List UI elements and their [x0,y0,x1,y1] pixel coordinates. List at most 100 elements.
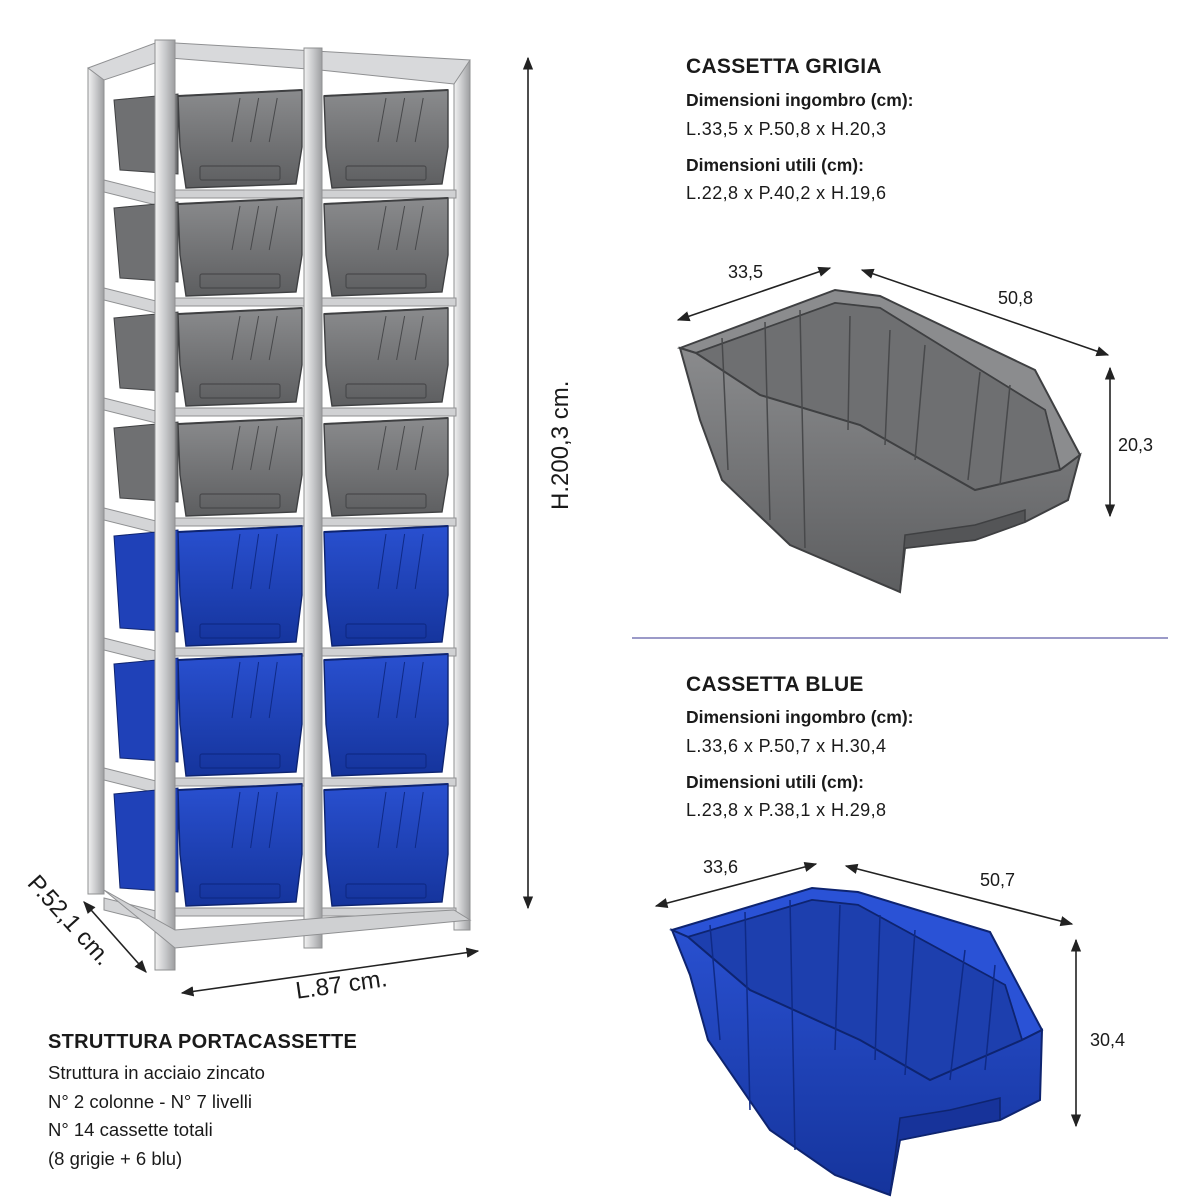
bin-rib [396,661,406,719]
bin-rib [231,97,241,143]
grey-width-arrow [676,266,832,322]
bin-rib [414,315,424,361]
grey-bin-illustration [676,288,1082,594]
bin-rim [323,653,449,661]
grey-bin [323,197,449,297]
bin-rib [396,425,406,471]
bin-rib [231,205,241,251]
grey-bin [323,417,449,517]
bin-rib [268,315,278,361]
bin-rib [414,791,424,849]
bin-rib [231,533,241,590]
bin-rim [177,197,303,205]
bin-rim [323,783,449,791]
blue-bin-illustration [669,886,1044,1197]
shelf-front-post-left [154,39,176,971]
bin-rib [250,315,260,361]
bin-rib [377,315,387,361]
bin-rib [396,791,406,849]
shelf-top-frame [86,41,471,85]
bin-rib [414,425,424,471]
bin-rib [414,97,424,143]
blue-overall-label: Dimensioni ingombro (cm): [686,707,914,727]
shelf-side-bar [103,179,161,207]
grey-bin [323,307,449,407]
bin-rib [250,533,260,590]
bin-rib [268,791,278,849]
blue-bin [323,783,449,907]
blue-bin [177,653,303,777]
grey-width-label: 33,5 [728,262,764,282]
bin-rib [396,205,406,251]
blue-box-title: CASSETTA BLUE [686,673,864,696]
grey-depth-label: 50,8 [998,288,1034,308]
bin-rim [177,307,303,315]
bin-front-notch [345,883,427,899]
blue-bin [177,783,303,907]
bin-rib [396,533,406,590]
structure-title: STRUTTURA PORTACASSETTE [48,1031,358,1053]
bin-rim [323,525,449,533]
blue-depth-arrow [844,863,1074,927]
bin-front-notch [199,383,281,399]
bin-rib [231,661,241,719]
structure-line: (8 grigie + 6 blu) [48,1147,183,1169]
bin-rib [268,97,278,143]
bin-front-notch [199,273,281,289]
shelf-side-bar [103,287,161,315]
bin-front-notch [345,273,427,289]
bin-front-notch [199,623,281,639]
grey-bin [177,307,303,407]
structure-line: N° 14 cassette totali [48,1119,213,1140]
grey-useful-value: L.22,8 x P.40,2 x H.19,6 [686,183,887,203]
blue-bin [177,525,303,647]
grey-bin [177,417,303,517]
blue-width-label: 33,6 [703,857,739,877]
blue-bin [323,525,449,647]
width-dimension-arrow [180,947,480,997]
bin-front-notch [345,753,427,769]
bin-front-notch [345,623,427,639]
bin-rim [323,307,449,315]
bin-rib [377,533,387,590]
bin-rim [323,197,449,205]
bin-rib [250,425,260,471]
bin-rib [250,791,260,849]
structure-line: N° 2 colonne - N° 7 livelli [48,1090,252,1112]
bin-rib [396,315,406,361]
bin-rim [323,89,449,97]
grey-overall-label: Dimensioni ingombro (cm): [686,90,914,110]
blue-depth-label: 50,7 [980,870,1016,890]
bin-rib [268,205,278,251]
bin-rib [268,661,278,719]
grey-bin [177,197,303,297]
depth-dimension-arrow [83,901,147,973]
blue-bin [323,653,449,777]
grey-depth-arrow [860,268,1110,357]
bin-rim [177,525,303,533]
bin-rib [268,533,278,590]
grey-box-title: CASSETTA GRIGIA [686,55,882,78]
shelf-base [103,889,472,949]
shelf-height-label: H.200,3 cm. [547,380,574,510]
bin-front-notch [345,165,427,181]
bin-rib [377,205,387,251]
bin-front-notch [199,883,281,899]
bin-front-notch [345,493,427,509]
bin-rim [177,783,303,791]
grey-bin [177,89,303,189]
bin-rib [414,533,424,590]
bin-rib [377,97,387,143]
bin-rib [250,661,260,719]
structure-line: Struttura in acciaio zincato [48,1062,265,1083]
bin-rib [231,425,241,471]
bin-rim [323,417,449,425]
grey-height-label: 20,3 [1118,435,1154,455]
blue-overall-value: L.33,6 x P.50,7 x H.30,4 [686,736,887,756]
shelf-back-post-left [87,67,105,895]
bin-front-notch [199,165,281,181]
bin-rib [250,97,260,143]
blue-width-arrow [654,861,818,909]
shelf-side-bar [103,507,161,535]
